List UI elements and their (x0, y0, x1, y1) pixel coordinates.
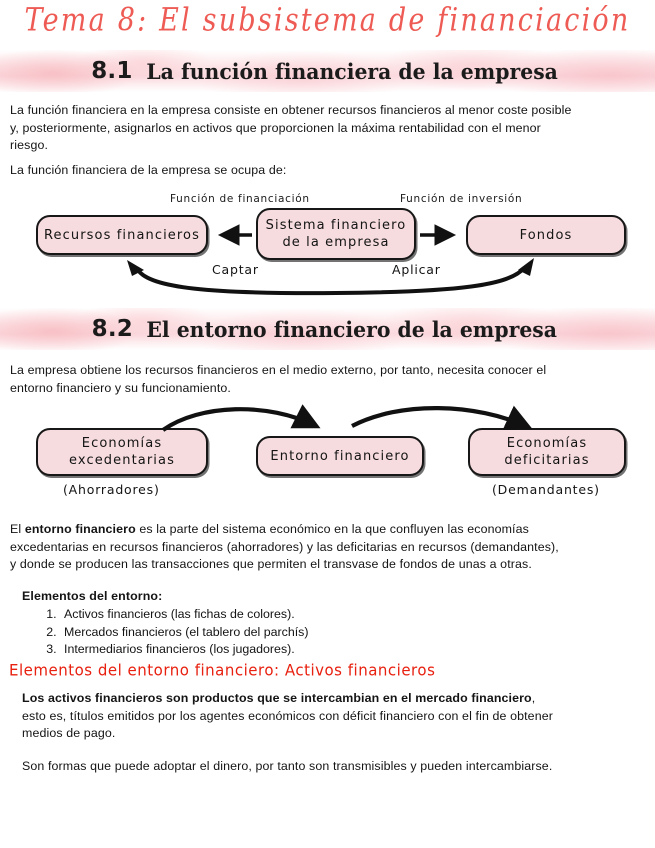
elementos-entorno-list: Activos financieros (las fichas de color… (22, 606, 655, 659)
paragraph-funcion-financiera: La función financiera en la empresa cons… (10, 102, 650, 155)
box-label-line1: Sistema financiero (265, 218, 407, 233)
diagram2-arrows (161, 404, 533, 432)
paragraph-line: La empresa obtiene los recursos financie… (10, 363, 547, 377)
paragraph-line: riesgo. (10, 138, 49, 152)
paragraph-line: medios de pago. (22, 726, 116, 740)
text-post: es la parte del sistema económico en la … (135, 522, 529, 536)
elementos-entorno-heading: Elementos del entorno: (22, 589, 163, 603)
paragraph-line: El entorno financiero es la parte del si… (10, 521, 650, 539)
diagram1-label-inversion: Función de inversión (400, 193, 523, 205)
paragraph-activos-financieros: Los activos financieros son productos qu… (22, 690, 652, 743)
diagram1-box-recursos-financieros: Recursos financieros (36, 215, 208, 255)
box-label-line2: deficitarias (504, 453, 590, 468)
paragraph-se-ocupa-de: La función financiera de la empresa se o… (10, 163, 287, 177)
diagram2-box-economias-excedentarias: Economías excedentarias (36, 428, 208, 476)
paragraph-line: esto es, títulos emitidos por los agente… (22, 708, 553, 723)
list-item: Activos financieros (las fichas de color… (60, 606, 655, 624)
box-label: Entorno financiero (270, 448, 410, 464)
section-heading-8-2: 8.2 El entorno financiero de la empresa (0, 308, 655, 350)
section-banner-8-2 (0, 308, 655, 350)
paragraph-line: y, posteriormente, asignarlos en activos… (10, 120, 541, 135)
diagram1-box-sistema-financiero: Sistema financiero de la empresa (256, 208, 416, 260)
paragraph-line: La función financiera en la empresa cons… (10, 103, 572, 117)
diagram2-caption-ahorradores: (Ahorradores) (63, 482, 160, 497)
diagram2-box-entorno-financiero: Entorno financiero (256, 436, 424, 476)
paragraph-line: excedentarias en recursos financieros (a… (10, 539, 559, 554)
paragraph-formas-dinero: Son formas que puede adoptar el dinero, … (22, 759, 553, 773)
text-bold: Los activos financieros son productos qu… (22, 691, 532, 705)
diagram1-arrows (127, 224, 534, 296)
section-number-8-1: 8.1 (91, 58, 133, 84)
diagram1-box-fondos: Fondos (466, 215, 626, 255)
diagram1-curve-label-aplicar: Aplicar (392, 262, 441, 277)
section-title-8-1: La función financiera de la empresa (145, 58, 558, 84)
red-subsection-heading: Elementos del entorno financiero: Activo… (9, 661, 436, 680)
box-label-line2: de la empresa (282, 235, 390, 250)
diagram2-box-economias-deficitarias: Economías deficitarias (468, 428, 626, 476)
paragraph-line: entorno financiero y su funcionamiento. (10, 380, 231, 395)
diagram-funcion-financiera: Función de financiación Función de inver… (0, 190, 655, 300)
page-title: Tema 8: El subsistema de financiación (24, 2, 631, 39)
text-bold: entorno financiero (24, 522, 136, 536)
list-item: Intermediarios financieros (los jugadore… (60, 641, 655, 659)
text-tail: , (531, 691, 536, 705)
paragraph-entorno-financiero: La empresa obtiene los recursos financie… (10, 362, 650, 397)
box-label-line1: Economías (506, 436, 588, 451)
diagram-entorno-financiero: Economías excedentarias (Ahorradores) En… (0, 398, 655, 508)
section-heading-8-1: 8.1 La función financiera de la empresa (0, 50, 655, 92)
list-item: Mercados financieros (el tablero del par… (60, 624, 655, 642)
paragraph-line: y donde se producen las transacciones qu… (10, 557, 532, 571)
section-title-8-2: El entorno financiero de la empresa (146, 316, 557, 342)
diagram2-caption-demandantes: (Demandantes) (492, 482, 600, 497)
diagram1-label-financiacion: Función de financiación (170, 193, 310, 205)
section-banner-8-1 (0, 50, 655, 92)
text-pre: El (10, 522, 25, 536)
box-label-line1: Economías (81, 436, 163, 451)
diagram1-curve-label-captar: Captar (212, 262, 259, 277)
paragraph-line: Los activos financieros son productos qu… (22, 690, 652, 708)
box-label: Fondos (519, 227, 573, 243)
box-label-line2: excedentarias (69, 453, 175, 468)
paragraph-definicion-entorno: El entorno financiero es la parte del si… (10, 521, 650, 574)
box-label: Recursos financieros (44, 227, 200, 243)
section-number-8-2: 8.2 (91, 316, 134, 342)
